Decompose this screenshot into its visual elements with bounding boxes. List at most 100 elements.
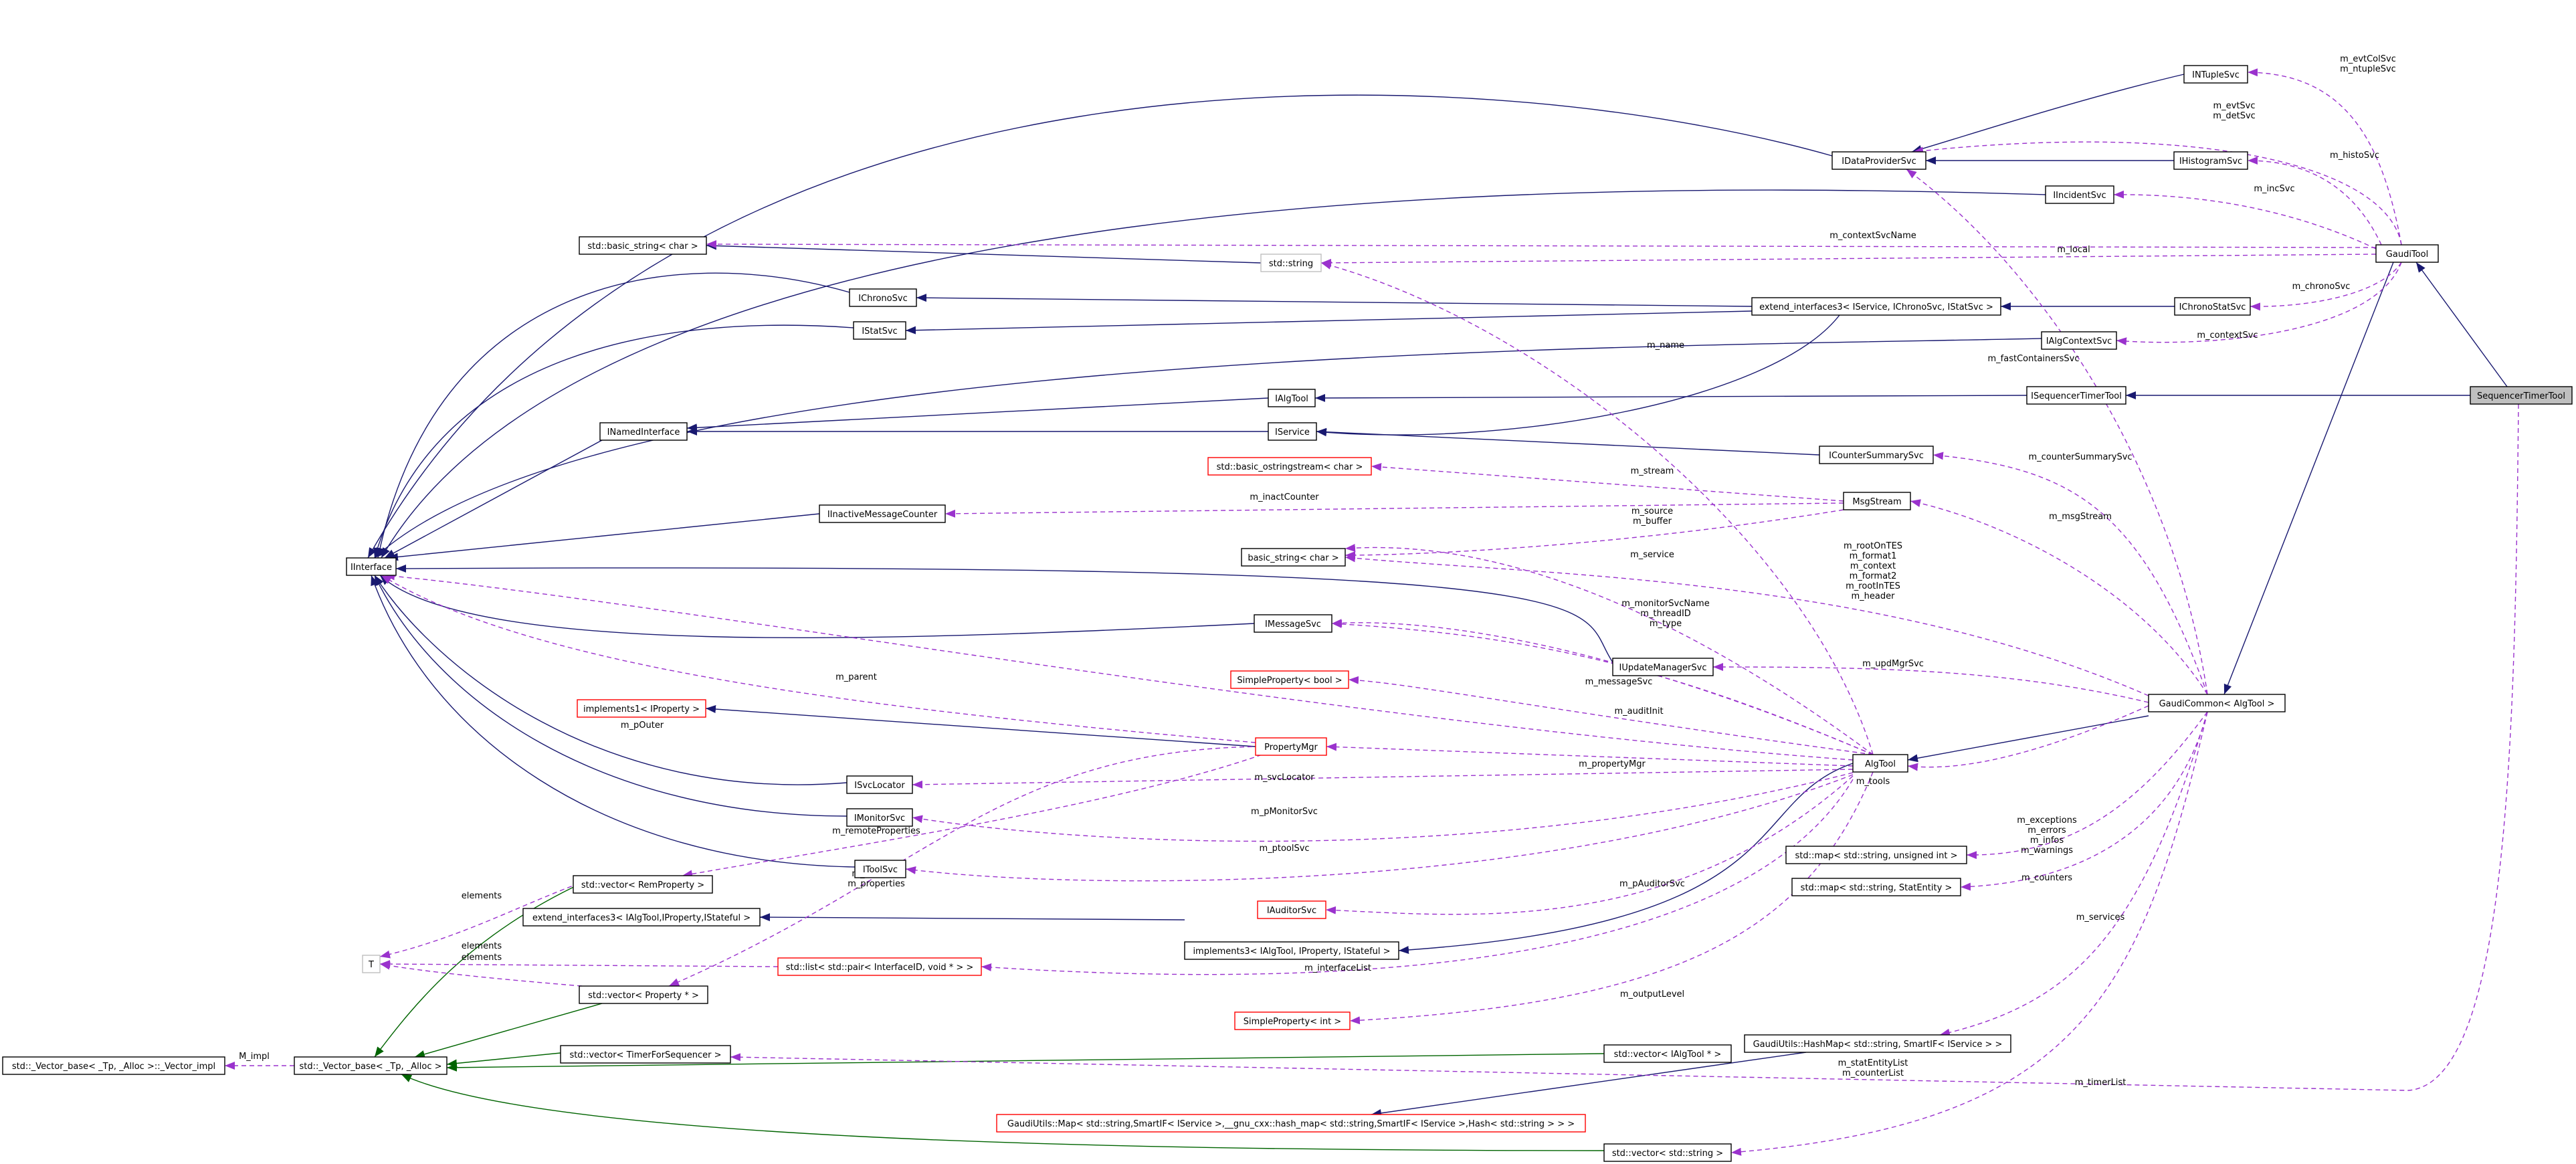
class-node-std-string[interactable]: std::string <box>1260 254 1322 272</box>
class-node-ialgtool[interactable]: IAlgTool <box>1268 389 1316 407</box>
class-node-inamedinterface[interactable]: INamedInterface <box>599 422 688 441</box>
class-node-isequencertimertool[interactable]: ISequencerTimerTool <box>2026 386 2126 405</box>
usage-edge <box>1325 775 1854 915</box>
class-node-label: extend_interfaces3< IAlgTool,IProperty,I… <box>532 913 751 923</box>
class-node-label: IToolSvc <box>863 865 898 875</box>
class-node-iservice[interactable]: IService <box>1268 422 1317 441</box>
class-node-idataprovidersvc[interactable]: IDataProviderSvc <box>1831 151 1926 170</box>
class-node-label: T <box>368 960 374 970</box>
class-node-iupdatemanagersvc[interactable]: IUpdateManagerSvc <box>1612 658 1714 676</box>
class-node-basic-ostringstream[interactable]: std::basic_ostringstream< char > <box>1207 457 1372 476</box>
class-node-hashmap[interactable]: GaudiUtils::HashMap< std::string, SmartI… <box>1744 1034 2011 1053</box>
class-node-ichronosvc[interactable]: IChronoSvc <box>849 288 917 307</box>
class-node-propertymgr[interactable]: PropertyMgr <box>1255 737 1327 756</box>
class-node-label: std::basic_string< char > <box>587 241 698 252</box>
edge-label: m_propertyMgr <box>1579 759 1646 769</box>
class-node-vector-ialgtool[interactable]: std::vector< IAlgTool * > <box>1603 1044 1732 1063</box>
class-node-ihistogramsvc[interactable]: IHistogramSvc <box>2173 151 2248 170</box>
class-node-iinterface[interactable]: IInterface <box>346 557 397 576</box>
class-node-itoolsvc[interactable]: IToolSvc <box>854 860 906 878</box>
class-node-simplepropertybool[interactable]: SimpleProperty< bool > <box>1230 670 1349 689</box>
template-edge <box>374 882 583 1058</box>
usage-edge <box>905 774 1854 882</box>
class-node-isvclocator[interactable]: ISvcLocator <box>846 775 913 794</box>
usage-edge <box>381 575 1256 743</box>
class-node-icountersummarysvc[interactable]: ICounterSummarySvc <box>1819 446 1934 464</box>
class-node-vector-base-impl[interactable]: std::_Vector_base< _Tp, _Alloc >::_Vecto… <box>2 1056 225 1075</box>
class-node-implements1[interactable]: implements1< IProperty > <box>577 699 706 718</box>
edge-label: m_stream <box>1631 466 1674 476</box>
edge-label: m_ptoolSvc <box>1259 844 1309 854</box>
class-node-simplepropertyint[interactable]: SimpleProperty< int > <box>1234 1011 1351 1030</box>
class-node-gaudimap[interactable]: GaudiUtils::Map< std::string,SmartIF< IS… <box>996 1114 1586 1133</box>
template-edge <box>414 1003 603 1058</box>
inheritance-edge <box>374 575 848 785</box>
usage-edge <box>1371 463 1844 502</box>
class-node-label: SimpleProperty< bool > <box>1237 676 1342 686</box>
usage-edge <box>1907 705 2149 771</box>
class-node-algtool[interactable]: AlgTool <box>1852 754 1908 773</box>
class-node-t[interactable]: T <box>362 955 381 973</box>
class-node-ichronostatsvc[interactable]: IChronoStatSvc <box>2174 297 2251 316</box>
class-node-vector-remproperty[interactable]: std::vector< RemProperty > <box>573 875 713 894</box>
class-node-iincidentsvc[interactable]: IIncidentSvc <box>2045 185 2114 204</box>
class-node-basic-string-std[interactable]: std::basic_string< char > <box>579 236 707 255</box>
class-node-imessagesvc[interactable]: IMessageSvc <box>1254 614 1332 633</box>
class-node-label: IChronoStatSvc <box>2179 302 2246 312</box>
class-node-vector-base[interactable]: std::_Vector_base< _Tp, _Alloc > <box>294 1056 448 1075</box>
class-node-label: std::vector< std::string > <box>1612 1149 1723 1159</box>
class-node-label: ISequencerTimerTool <box>2031 391 2122 401</box>
class-node-iinactivemessagecounter[interactable]: IInactiveMessageCounter <box>819 504 946 523</box>
usage-edge <box>1730 711 2208 1156</box>
class-node-label: IAuditorSvc <box>1267 906 1316 916</box>
class-node-label: IUpdateManagerSvc <box>1619 663 1707 673</box>
class-node-map-statentity[interactable]: std::map< std::string, StatEntity > <box>1791 878 1961 896</box>
class-node-list-pair[interactable]: std::list< std::pair< InterfaceID, void … <box>777 957 982 976</box>
class-node-gaudicommon[interactable]: GaudiCommon< AlgTool > <box>2148 694 2286 712</box>
class-node-ialgcontextsvc[interactable]: IAlgContextSvc <box>2041 331 2117 350</box>
class-node-imonitorsvc[interactable]: IMonitorSvc <box>846 808 913 827</box>
class-node-vector-property[interactable]: std::vector< Property * > <box>579 985 708 1004</box>
edge-label: m_service <box>1630 550 1674 560</box>
class-node-label: SimpleProperty< int > <box>1244 1017 1341 1027</box>
usage-edge <box>912 772 1854 842</box>
class-node-iauditorsvc[interactable]: IAuditorSvc <box>1257 900 1326 919</box>
inheritance-edge <box>374 338 2042 559</box>
class-node-label: IHistogramSvc <box>2179 157 2242 167</box>
edge-label: M_impl <box>239 1052 270 1062</box>
class-node-istatsvc[interactable]: IStatSvc <box>853 321 906 340</box>
class-node-vector-timerforsequencer[interactable]: std::vector< TimerForSequencer > <box>560 1045 731 1064</box>
usage-edge <box>1320 262 1874 755</box>
class-node-label: std::map< std::string, unsigned int > <box>1795 851 1958 861</box>
class-node-extend-interfaces3-algtool[interactable]: extend_interfaces3< IAlgTool,IProperty,I… <box>522 908 761 927</box>
usage-edge <box>2247 157 2382 246</box>
class-node-vector-string[interactable]: std::vector< std::string > <box>1603 1143 1732 1162</box>
inheritance-edge <box>2415 262 2508 387</box>
class-node-label: SequencerTimerTool <box>2477 391 2565 401</box>
class-node-implements3[interactable]: implements3< IAlgTool, IProperty, IState… <box>1184 941 1399 960</box>
inheritance-edge <box>905 310 1753 334</box>
edge-label: m_name <box>1647 341 1684 351</box>
class-node-sequencertimertool[interactable]: SequencerTimerTool <box>2470 386 2573 405</box>
usage-edge <box>730 403 2519 1091</box>
class-node-intuplesvc[interactable]: INTupleSvc <box>2183 65 2248 84</box>
edge-label: m_pAuditorSvc <box>1619 879 1685 889</box>
edge-label: m_interfaceList <box>1304 963 1371 973</box>
usage-edge <box>1910 499 2208 695</box>
class-node-label: extend_interfaces3< IService, IChronoSvc… <box>1759 302 1993 312</box>
edge-label: m_contextSvc <box>2197 330 2258 341</box>
class-node-map-unsigned[interactable]: std::map< std::string, unsigned int > <box>1785 846 1967 864</box>
inheritance-edge <box>373 324 854 559</box>
usage-edge <box>1349 771 1874 1025</box>
class-node-basic-string-char[interactable]: basic_string< char > <box>1241 548 1346 567</box>
class-node-gauditool[interactable]: GaudiTool <box>2375 244 2439 263</box>
class-node-msgstream[interactable]: MsgStream <box>1843 492 1911 510</box>
edge-label: m_services <box>2076 912 2125 923</box>
usage-edge <box>1912 141 2402 246</box>
usage-edge <box>1939 711 2208 1037</box>
template-edge <box>401 1074 1605 1151</box>
class-node-extend-interfaces3-chrono[interactable]: extend_interfaces3< IService, IChronoSvc… <box>1751 297 2001 316</box>
